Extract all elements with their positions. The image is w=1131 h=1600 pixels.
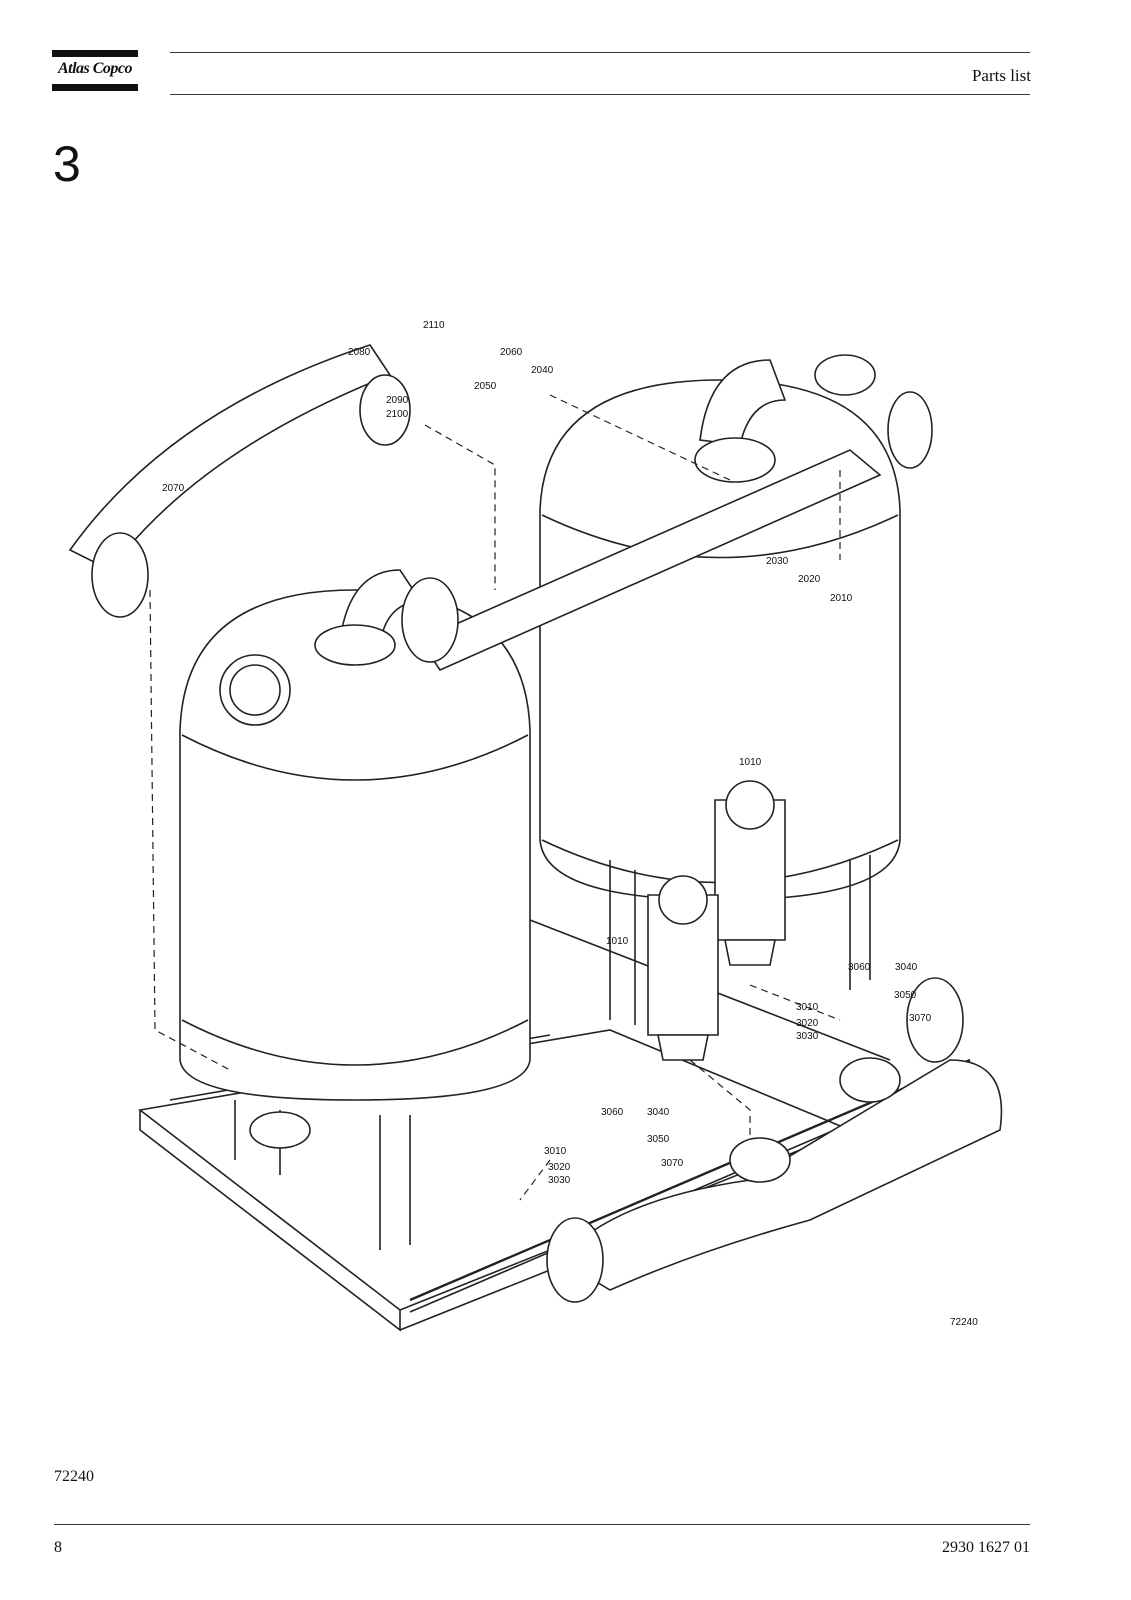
footer-rule <box>54 1524 1030 1525</box>
header-rule-top <box>170 52 1030 53</box>
callout-2010: 2010 <box>830 593 853 604</box>
callout-2030: 2030 <box>766 556 789 567</box>
callout-2100: 2100 <box>386 409 409 420</box>
callout-2040: 2040 <box>531 365 554 376</box>
drawing-id: 72240 <box>950 1317 978 1328</box>
callout-labels: 2110 2080 2060 2050 2040 2090 2100 2070 … <box>162 320 978 1328</box>
header-rule-bottom <box>170 94 1030 95</box>
callout-3010-right: 3010 <box>796 1002 819 1013</box>
bottom-piping <box>249 977 1003 1303</box>
silencers <box>647 780 786 1061</box>
callout-1010-lower: 1010 <box>606 936 629 947</box>
logo-bar-top <box>52 50 138 57</box>
callout-3060-left: 3060 <box>601 1107 624 1118</box>
callout-2080: 2080 <box>348 347 371 358</box>
figure-id: 72240 <box>54 1468 94 1485</box>
callout-2020: 2020 <box>798 574 821 585</box>
section-number: 3 <box>53 136 81 192</box>
front-vessel <box>179 589 531 1250</box>
callout-1010-upper: 1010 <box>739 757 762 768</box>
page-number: 8 <box>54 1539 62 1556</box>
document-number: 2930 1627 01 <box>942 1539 1030 1556</box>
callout-3020-right: 3020 <box>796 1018 819 1029</box>
callout-2050: 2050 <box>474 381 497 392</box>
callout-3020-left: 3020 <box>548 1162 571 1173</box>
callout-3050-left: 3050 <box>647 1134 670 1145</box>
callout-3070-left: 3070 <box>661 1158 684 1169</box>
callout-3010-left: 3010 <box>544 1146 567 1157</box>
callout-2110: 2110 <box>423 320 445 331</box>
callout-3060-right: 3060 <box>848 962 871 973</box>
callout-3030-right: 3030 <box>796 1031 819 1042</box>
exploded-parts-drawing: 2110 2080 2060 2050 2040 2090 2100 2070 … <box>68 320 1003 1332</box>
logo-wordmark: Atlas Copco <box>57 60 133 77</box>
assembly-lines <box>149 394 841 1201</box>
callout-3030-left: 3030 <box>548 1175 571 1186</box>
atlas-copco-logo: Atlas Copco <box>52 50 138 94</box>
callout-3040-right: 3040 <box>895 962 918 973</box>
callout-2070: 2070 <box>162 483 185 494</box>
top-piping <box>68 344 933 672</box>
header-title: Parts list <box>971 66 1031 85</box>
callout-2090: 2090 <box>386 395 409 406</box>
callout-3040-left: 3040 <box>647 1107 670 1118</box>
callout-3050-right: 3050 <box>894 990 917 1001</box>
logo-bar-bottom <box>52 84 138 91</box>
callout-2060: 2060 <box>500 347 523 358</box>
callout-3070-right: 3070 <box>909 1013 932 1024</box>
